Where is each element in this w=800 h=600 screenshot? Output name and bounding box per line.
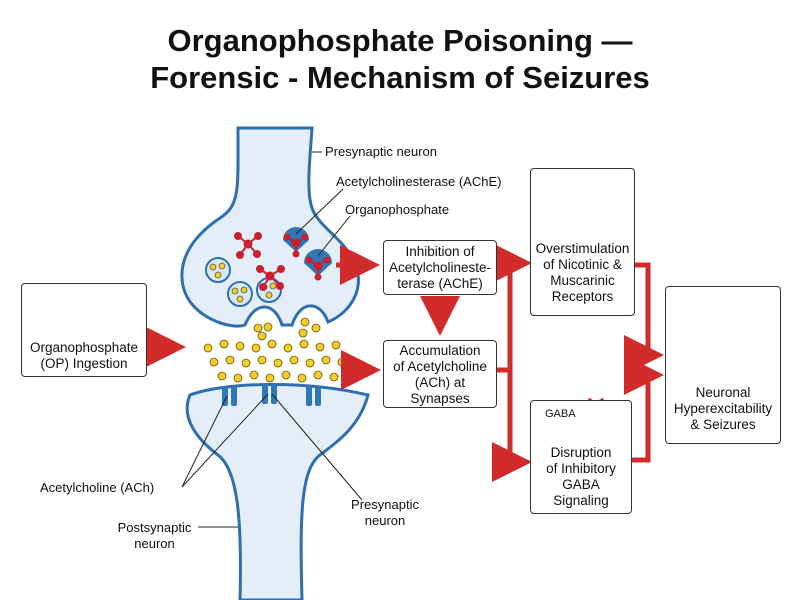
receptor-1 bbox=[222, 386, 237, 406]
ache-enzyme-1 bbox=[283, 227, 309, 258]
box-gaba-line3: GABA bbox=[562, 477, 600, 492]
organophosphate-molecule-2 bbox=[256, 265, 285, 291]
box-accumulation-line4: Synapses bbox=[410, 391, 470, 406]
label-presynaptic-bottom: Presynaptic neuron bbox=[350, 497, 420, 529]
box-accumulation-line1: Accumulation bbox=[399, 343, 481, 358]
receptor-3 bbox=[306, 386, 321, 406]
box-gaba-line2: of Inhibitory bbox=[546, 461, 616, 476]
box-gaba-line1: Disruption bbox=[550, 445, 612, 460]
label-acetylcholine: Acetylcholine (ACh) bbox=[40, 480, 155, 495]
box-overstimulation-line1: Overstimulation bbox=[535, 241, 630, 256]
arrow-to-overstimulation bbox=[492, 243, 532, 373]
organophosphate-molecule-1 bbox=[234, 232, 262, 259]
box-ingestion-line2: (OP) Ingestion bbox=[40, 356, 128, 371]
box-overstimulation-line3: Muscarinic bbox=[550, 273, 615, 288]
title-line-2: Forensic - Mechanism of Seizures bbox=[150, 60, 650, 95]
box-ingestion-line1: Organophosphate bbox=[29, 340, 139, 355]
label-presynaptic-bottom-line2: neuron bbox=[364, 513, 406, 528]
box-seizures-line2: Hyperexcitability bbox=[673, 401, 773, 416]
box-seizures-line3: & Seizures bbox=[690, 417, 756, 432]
box-inhibition-line1: Inhibition of bbox=[405, 244, 475, 259]
ache-enzyme-2 bbox=[304, 249, 332, 281]
acetylcholine-cluster bbox=[203, 317, 347, 383]
box-inhibition-line3: terase (AChE) bbox=[397, 276, 483, 291]
label-postsynaptic-line2: neuron bbox=[134, 536, 175, 551]
box-gaba-line4: Signaling bbox=[553, 493, 609, 508]
box-accumulation: Accumulation of Acetylcholine (ACh) at S… bbox=[383, 340, 497, 408]
gaba-tag: GABA bbox=[545, 408, 576, 420]
label-ache: Acetylcholinesterase (AChE) bbox=[336, 174, 502, 189]
arrow-overstimulation-to-seizures bbox=[624, 262, 664, 375]
flow-arrows bbox=[146, 243, 664, 482]
arrow-to-gaba bbox=[492, 370, 532, 482]
leader-lines bbox=[181, 151, 363, 528]
postsynaptic-neuron bbox=[185, 383, 370, 600]
box-overstimulation-line4: Receptors bbox=[551, 289, 614, 304]
box-overstimulation: Overstimulation of Nicotinic & Muscarini… bbox=[530, 168, 635, 316]
label-organophosphate: Organophosphate bbox=[345, 202, 450, 217]
title-line-1: Organophosphate Poisoning — bbox=[167, 23, 633, 58]
arrow-gaba-to-seizures bbox=[624, 355, 664, 463]
box-ingestion: Organophosphate (OP) Ingestion bbox=[21, 283, 147, 377]
box-gaba: GABA Disruption of Inhibitory GABA Signa… bbox=[530, 400, 632, 514]
box-seizures-line1: Neuronal bbox=[695, 385, 751, 400]
box-overstimulation-line2: of Nicotinic & bbox=[543, 257, 622, 272]
label-presynaptic-bottom-line1: Presynaptic bbox=[351, 497, 419, 512]
diagram-title: Organophosphate Poisoning — Forensic - M… bbox=[0, 22, 800, 96]
label-presynaptic-top: Presynaptic neuron bbox=[325, 144, 438, 159]
vesicle-1 bbox=[205, 257, 231, 283]
box-accumulation-line3: (ACh) at bbox=[414, 375, 466, 390]
box-accumulation-line2: of Acetylcholine bbox=[393, 359, 487, 374]
vesicle-2 bbox=[227, 281, 253, 307]
label-postsynaptic-line1: Postsynaptic bbox=[117, 520, 192, 535]
label-postsynaptic: Postsynaptic neuron bbox=[112, 520, 197, 552]
box-inhibition-line2: Acetylcholineste- bbox=[388, 260, 492, 275]
box-inhibition: Inhibition of Acetylcholineste- terase (… bbox=[383, 240, 497, 295]
box-seizures: Neuronal Hyperexcitability & Seizures bbox=[665, 286, 781, 444]
